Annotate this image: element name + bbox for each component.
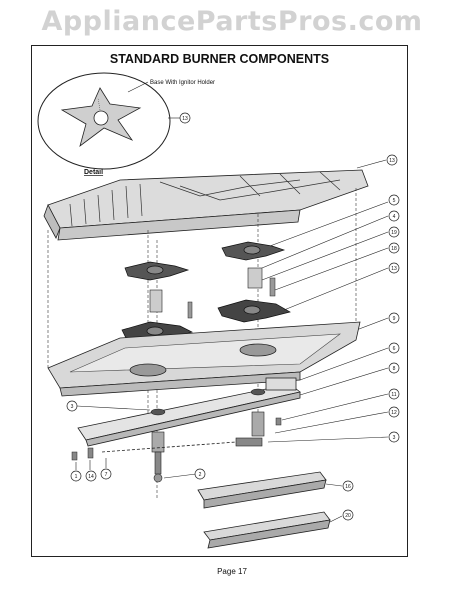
callout-4: 4 [393, 214, 396, 220]
burner-base-star [60, 87, 142, 148]
callout-20: 20 [345, 513, 351, 519]
page-title: STANDARD BURNER COMPONENTS [109, 52, 330, 66]
right-burner-head [217, 299, 291, 323]
valve-gasket-left [150, 408, 166, 416]
callout-19: 19 [391, 230, 397, 236]
callout-13-burner: 13 [391, 266, 397, 272]
gas-line [101, 441, 237, 453]
detail-note: Base With Ignitor Holder [150, 80, 215, 86]
callout-13-detail: 13 [182, 116, 188, 122]
callout-8: 8 [393, 366, 396, 372]
callout-18: 18 [391, 246, 397, 252]
callout-6: 6 [393, 346, 396, 352]
right-burner-cap [221, 241, 286, 261]
callout-3-left: 3 [71, 404, 74, 410]
left-ignitor [187, 301, 193, 319]
trim-16 [197, 471, 327, 509]
callout-9: 9 [393, 316, 396, 322]
fittings [71, 417, 282, 461]
left-burner-cap [124, 261, 190, 281]
detail-label: Detail [84, 169, 103, 176]
trim-20 [203, 511, 331, 549]
right-callouts [261, 201, 389, 443]
callout-circle [179, 112, 191, 124]
callout-14: 14 [88, 474, 94, 480]
site-watermark: AppliancePartsPros.com [41, 6, 423, 37]
grate [43, 169, 369, 241]
right-ignitor [269, 277, 276, 297]
valve-gasket-right [250, 388, 266, 396]
callout-3-right: 3 [393, 435, 396, 441]
right-burner-tube [247, 267, 263, 289]
cooktop-pan [47, 321, 361, 397]
left-burner-tube [149, 289, 163, 313]
callout-16: 16 [345, 484, 351, 490]
callout-7: 7 [105, 472, 108, 478]
manifold-bracket [77, 377, 301, 447]
diagram-frame [31, 45, 408, 557]
right-valve [235, 411, 265, 447]
callout-5: 5 [393, 198, 396, 204]
callout-13-grate: 13 [389, 158, 395, 164]
callout-1: 1 [75, 474, 78, 480]
page-number: Page 17 [217, 567, 247, 576]
callout-11: 11 [391, 392, 396, 398]
callout-2: 2 [199, 472, 202, 478]
callout-12: 12 [391, 410, 397, 416]
detail-view: Detail Base With Ignitor Holder 13 [37, 72, 215, 176]
left-valve [151, 431, 165, 483]
